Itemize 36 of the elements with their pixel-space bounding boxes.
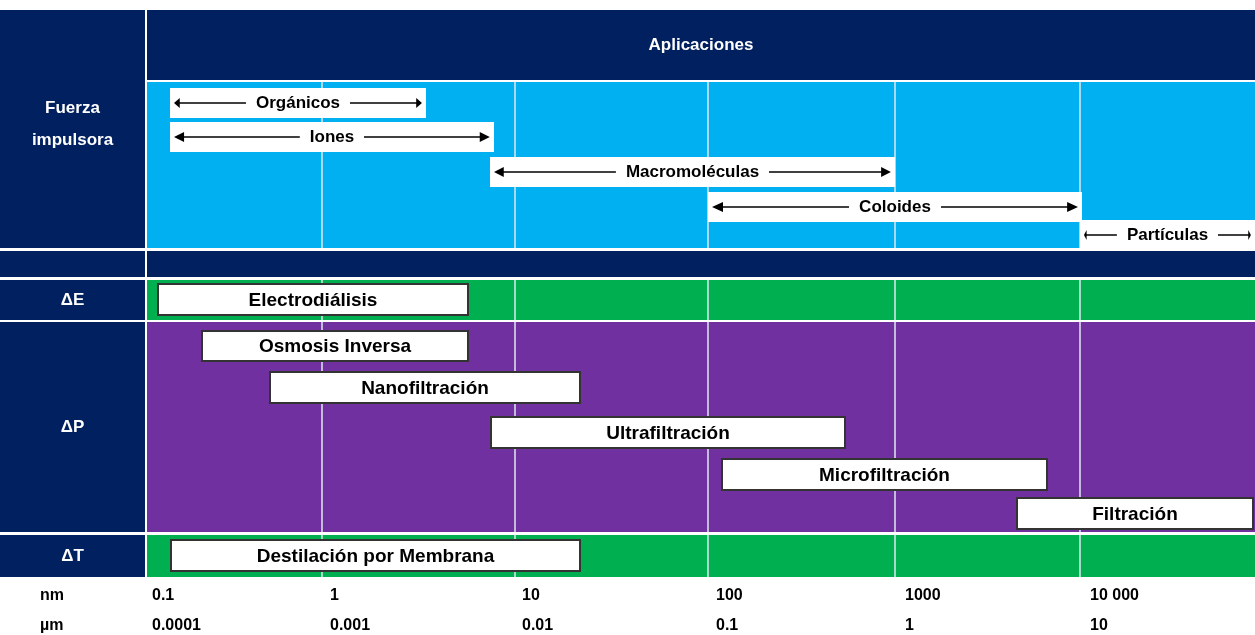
scale-value: 0.1 <box>716 616 739 634</box>
process-box: Destilación por Membrana <box>170 539 581 572</box>
range-label: Orgánicos <box>254 93 342 113</box>
range-band <box>170 122 494 152</box>
scale-value: 1000 <box>905 586 941 604</box>
scale-value: 1 <box>905 616 914 634</box>
row-header-cell: ΔT <box>0 535 145 577</box>
row-header-cell: ΔE <box>0 280 145 320</box>
scale-value: 10 000 <box>1090 586 1139 604</box>
range-label: Coloides <box>858 197 932 217</box>
scale-value: 10 <box>1090 616 1108 634</box>
process-box: Osmosis Inversa <box>201 330 469 362</box>
unit-label: µm <box>40 616 64 634</box>
range-label: Macromoléculas <box>624 162 761 182</box>
process-box: Ultrafiltración <box>490 416 846 449</box>
range-label: Partículas <box>1125 225 1210 245</box>
scale-value: 10 <box>522 586 540 604</box>
range-label: Iones <box>308 127 356 147</box>
scale-value: 1 <box>330 586 339 604</box>
scale-value: 0.001 <box>330 616 371 634</box>
scale-value: 0.0001 <box>152 616 201 634</box>
scale-value: 0.1 <box>152 586 175 604</box>
process-box: Electrodiálisis <box>157 283 469 316</box>
process-box: Filtración <box>1016 497 1254 530</box>
range-band <box>708 192 1082 222</box>
scale-value: 100 <box>716 586 743 604</box>
range-band <box>1080 220 1255 250</box>
unit-label: nm <box>40 586 64 604</box>
header-cell: Aplicaciones <box>147 10 1255 80</box>
process-box: Microfiltración <box>721 458 1048 491</box>
row-header-cell: Fuerza impulsora <box>0 10 145 248</box>
scale-value: 0.01 <box>522 616 554 634</box>
range-band <box>490 157 895 187</box>
process-box: Nanofiltración <box>269 371 581 404</box>
row-header-cell: ΔP <box>0 322 145 532</box>
range-band <box>170 88 426 118</box>
